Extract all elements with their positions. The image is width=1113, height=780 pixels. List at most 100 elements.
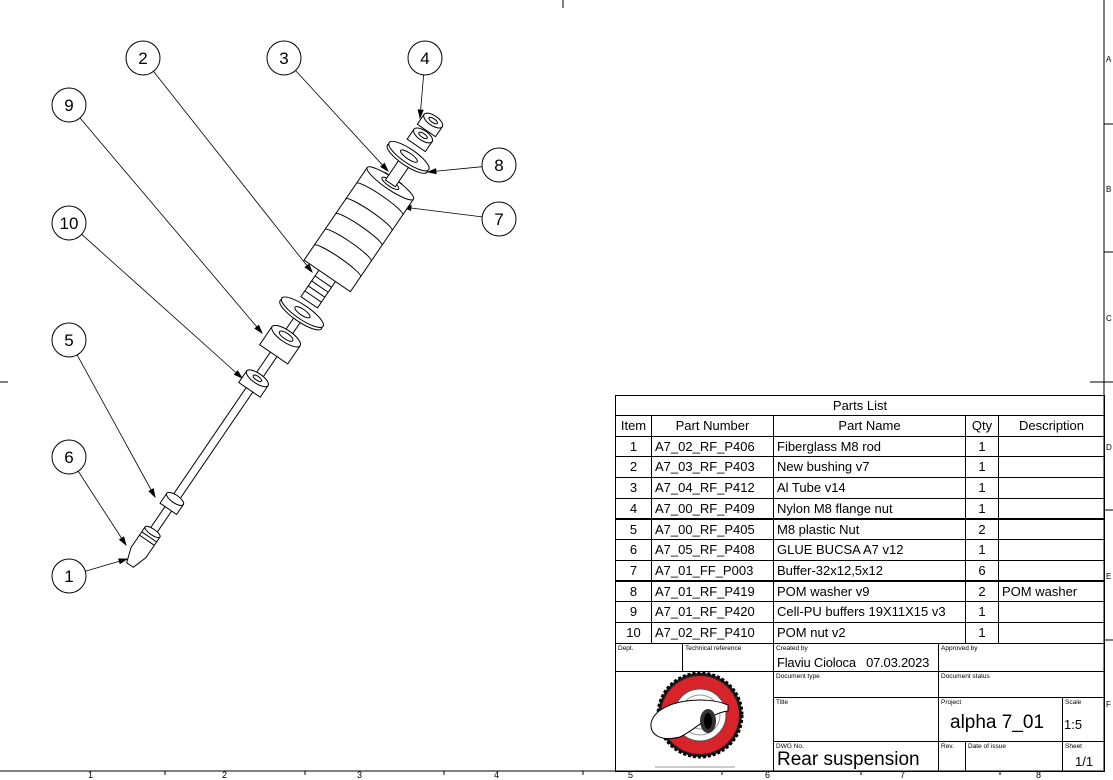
approved-by-label: Approved by <box>941 645 978 652</box>
document-status-cell: Document status <box>938 671 1105 698</box>
sheet-label: Sheet <box>1065 743 1082 750</box>
item-cell: 6 <box>615 539 652 561</box>
zone-number: 4 <box>494 770 500 780</box>
part-name-cell: Buffer-32x12,5x12 <box>773 559 966 582</box>
qty-cell: 1 <box>965 601 999 623</box>
part-number-cell: A7_01_FF_P003 <box>651 559 774 582</box>
date-of-issue-label: Date of issue <box>968 743 1006 750</box>
zone-number: 2 <box>222 770 228 780</box>
created-by-value: Flaviu Cioloca 07.03.2023 <box>777 655 930 670</box>
zone-number: 7 <box>900 770 906 780</box>
leader-line <box>402 206 483 218</box>
arrowhead <box>254 324 263 335</box>
document-status-label: Document status <box>941 673 990 680</box>
balloon-number: 6 <box>64 448 73 467</box>
arrowhead <box>148 488 156 499</box>
balloon-circle <box>51 205 87 241</box>
balloon-circle <box>51 439 87 475</box>
description-cell <box>998 539 1105 561</box>
balloon-number: 5 <box>64 331 73 350</box>
part-number-cell: A7_05_RF_P408 <box>651 539 774 561</box>
leader-line <box>295 70 389 172</box>
arrowhead <box>233 370 243 379</box>
zone-number: 3 <box>357 770 363 780</box>
zone-number: 8 <box>1036 770 1042 780</box>
item-cell: 9 <box>615 601 652 623</box>
column-header: Description <box>998 415 1105 437</box>
description-cell <box>998 601 1105 623</box>
leader-line <box>77 471 127 546</box>
description-cell <box>998 559 1105 582</box>
balloon-number: 8 <box>494 156 503 175</box>
parts-list-title: Parts List <box>615 395 1105 416</box>
part-name-cell: Fiberglass M8 rod <box>773 435 966 458</box>
item-cell: 2 <box>615 456 652 478</box>
balloon-number: 4 <box>420 49 429 68</box>
qty-cell: 1 <box>965 622 999 644</box>
item-cell: 5 <box>615 518 652 540</box>
dwg-value: Rear suspension <box>777 749 920 770</box>
rear-suspension-assembly <box>126 112 444 568</box>
balloon-number: 7 <box>494 210 503 229</box>
document-type-cell: Document type <box>773 671 939 698</box>
qty-cell: 1 <box>965 477 999 499</box>
column-header: Part Name <box>773 415 966 437</box>
dept-cell: Dept. <box>615 643 683 672</box>
dept-label: Dept. <box>618 645 634 652</box>
zone-letter: D <box>1106 443 1112 452</box>
qty-cell: 1 <box>965 539 999 561</box>
leader-line <box>153 71 313 273</box>
column-header: Part Number <box>651 415 774 437</box>
part-name-cell: M8 plastic Nut <box>773 518 966 540</box>
dwg-number-cell: DWG No.Rear suspension <box>773 741 939 772</box>
part-name-cell: GLUE BUCSA A7 v12 <box>773 539 966 561</box>
part-name-cell: Cell-PU buffers 19X11X15 v3 <box>773 601 966 623</box>
balloon-number: 9 <box>64 96 73 115</box>
part-number-cell: A7_00_RF_P405 <box>651 518 774 540</box>
approved-by-cell: Approved by <box>938 643 1105 672</box>
rev-cell: Rev. <box>938 741 966 772</box>
qty-cell: 1 <box>965 435 999 458</box>
balloon-circle <box>407 40 443 76</box>
zone-number: 5 <box>628 770 634 780</box>
document-type-label: Document type <box>776 673 820 680</box>
description-cell <box>998 456 1105 478</box>
title-label: Title <box>776 699 789 706</box>
arrowhead <box>304 263 313 274</box>
part-name-cell: New bushing v7 <box>773 456 966 478</box>
title-cell: Title <box>773 697 939 742</box>
part-name-cell: Al Tube v14 <box>773 477 966 499</box>
scale-value: 1:5 <box>1064 717 1083 732</box>
balloon-number: 3 <box>279 49 288 68</box>
qty-cell: 2 <box>965 518 999 540</box>
date-of-issue-cell: Date of issue <box>965 741 1063 772</box>
column-header: Item <box>615 415 652 437</box>
balloon-number: 1 <box>64 567 73 586</box>
technical-reference-cell: Technical reference <box>682 643 774 672</box>
rev-label: Rev. <box>941 743 954 750</box>
balloon-circle <box>481 147 517 183</box>
zone-letter: B <box>1106 185 1112 194</box>
column-header: Qty <box>965 415 999 437</box>
balloon-circle <box>51 87 87 123</box>
part-number-cell: A7_01_RF_P420 <box>651 601 774 623</box>
item-cell: 7 <box>615 559 652 582</box>
balloon-circle <box>51 558 87 594</box>
balloon-number: 10 <box>60 214 79 233</box>
arrowhead <box>118 558 129 565</box>
part-number-cell: A7_00_RF_P409 <box>651 497 774 520</box>
part-number-cell: A7_02_RF_P406 <box>651 435 774 458</box>
logo-cell <box>615 671 774 772</box>
balloon-circle <box>125 40 161 76</box>
zone-letter: A <box>1106 55 1112 64</box>
part-name-cell: POM nut v2 <box>773 622 966 644</box>
zone-letter: E <box>1106 572 1112 581</box>
technical-reference-label: Technical reference <box>685 645 742 652</box>
arrowhead <box>417 109 424 120</box>
sheet-value: 1/1 <box>1075 754 1094 769</box>
zone-letter: F <box>1106 700 1111 709</box>
item-cell: 8 <box>615 580 652 603</box>
part-number-cell: A7_02_RF_P410 <box>651 622 774 644</box>
